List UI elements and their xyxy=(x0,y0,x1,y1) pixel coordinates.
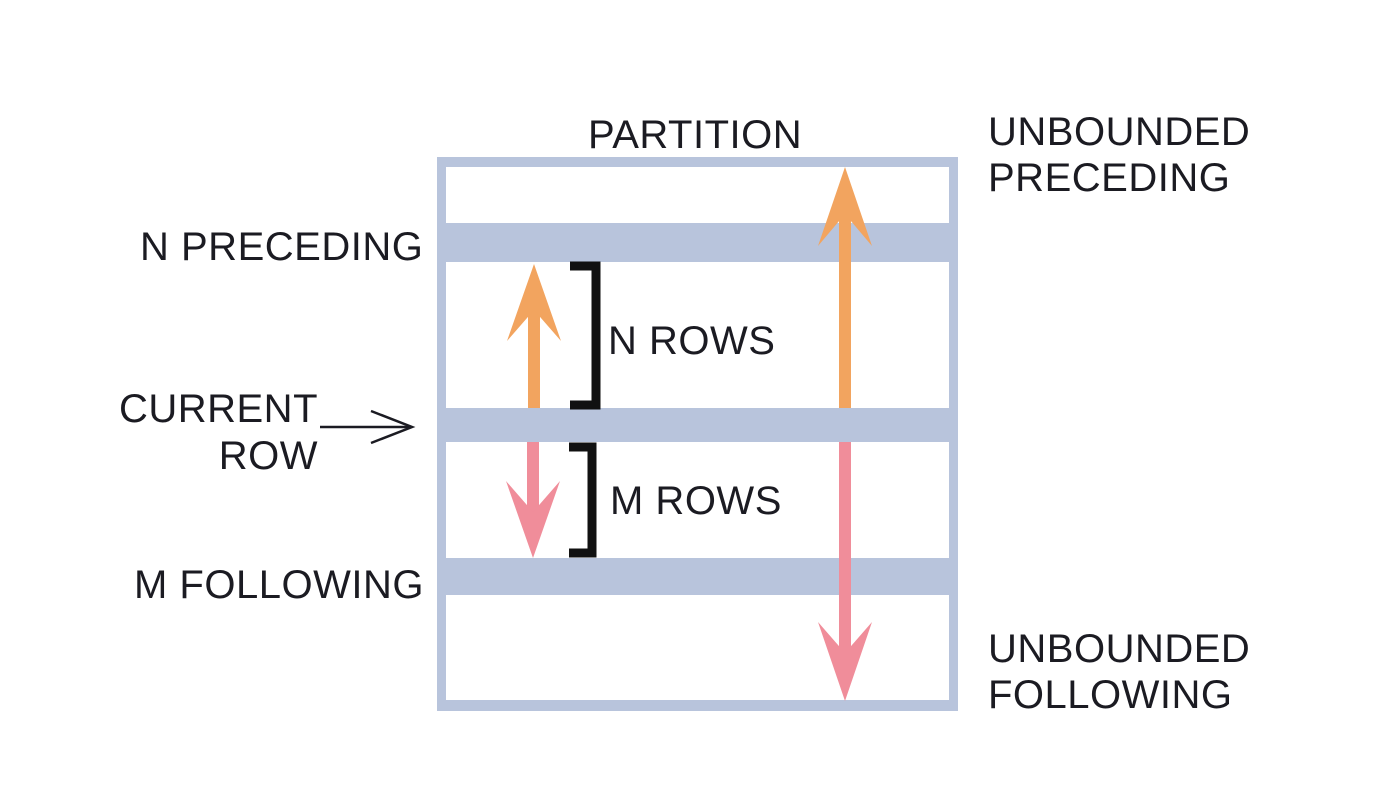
unbounded-preceding-label: UNBOUNDED PRECEDING xyxy=(988,109,1250,201)
m-following-row-band xyxy=(446,558,949,595)
current-row-label: CURRENT ROW xyxy=(108,386,318,480)
n-preceding-label: N PRECEDING xyxy=(140,225,424,269)
n-preceding-row-band xyxy=(446,223,949,262)
partition-title: PARTITION xyxy=(588,113,803,157)
current-row-band xyxy=(446,408,949,442)
unbounded-following-line2: FOLLOWING xyxy=(988,673,1233,717)
partition-box xyxy=(437,157,958,711)
m-rows-label: M ROWS xyxy=(610,479,782,523)
unbounded-following-label: UNBOUNDED FOLLOWING xyxy=(988,626,1250,718)
unbounded-preceding-line2: PRECEDING xyxy=(988,156,1231,200)
current-row-line2: ROW xyxy=(218,434,318,478)
m-following-label: M FOLLOWING xyxy=(134,563,424,607)
row-unbounded-following-range xyxy=(446,595,949,700)
n-rows-label: N ROWS xyxy=(608,319,776,363)
unbounded-preceding-line1: UNBOUNDED xyxy=(988,110,1251,154)
current-row-pointer-icon xyxy=(320,409,416,445)
current-row-line1: CURRENT xyxy=(118,387,318,431)
row-unbounded-preceding-range xyxy=(446,167,949,223)
unbounded-following-line1: UNBOUNDED xyxy=(988,627,1251,671)
